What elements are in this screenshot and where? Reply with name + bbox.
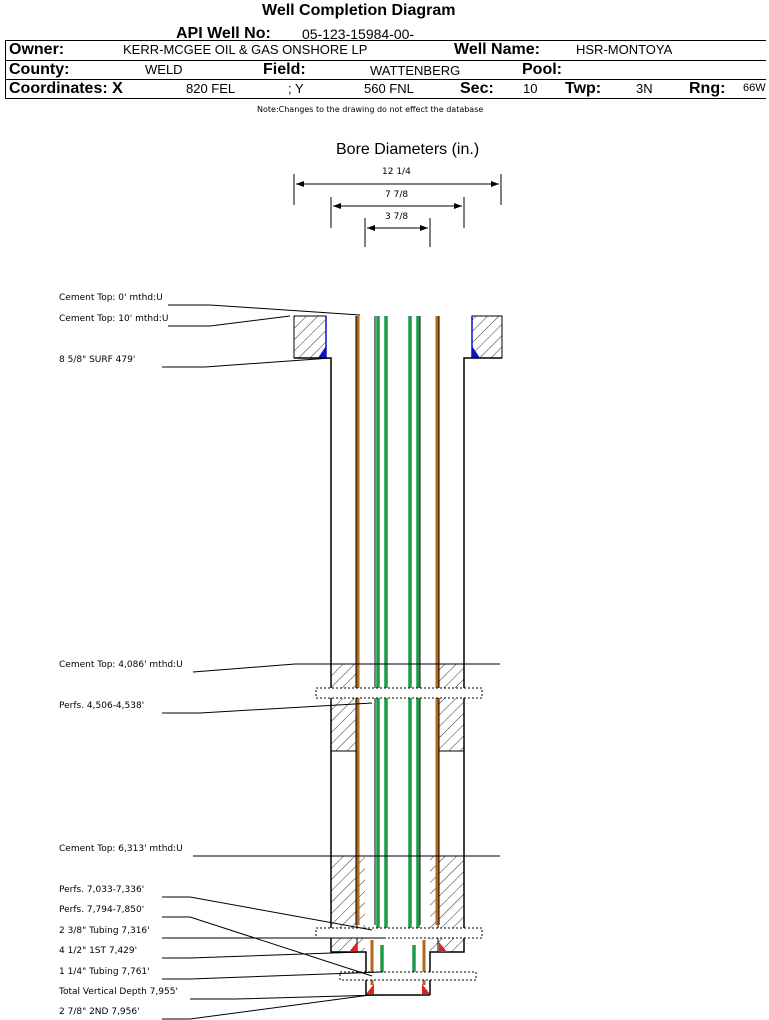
annotation-label: Perfs. 4,506-4,538' — [59, 701, 145, 711]
county-value: WELD — [145, 62, 183, 77]
sec-value: 10 — [523, 81, 538, 96]
casing-walls — [355, 316, 440, 925]
coord-y-value: 560 FNL — [364, 81, 414, 96]
pool-label: Pool: — [522, 61, 562, 78]
well-name-label: Well Name: — [454, 41, 540, 58]
annotation-label: 2 7/8" 2ND 7,956' — [59, 1007, 140, 1017]
annotation-label: 8 5/8" SURF 479' — [59, 355, 136, 365]
coord-y-label: ; Y — [288, 81, 304, 96]
rng-value: 66W — [743, 82, 766, 94]
diagram-title: Well Completion Diagram — [262, 2, 456, 19]
sec-label: Sec: — [460, 80, 494, 97]
well-name-value: HSR-MONTOYA — [576, 42, 673, 57]
coordinates-label: Coordinates: X — [9, 80, 123, 97]
owner-value: KERR-MCGEE OIL & GAS ONSHORE LP — [123, 42, 368, 57]
field-value: WATTENBERG — [370, 63, 461, 78]
header-rule-2 — [5, 79, 766, 80]
header-rule-3 — [5, 98, 766, 99]
perforation-zones — [315, 687, 483, 981]
annotation-label: Cement Top: 6,313' mthd:U — [59, 844, 183, 854]
production-cement — [330, 663, 465, 953]
surface-cement — [293, 315, 503, 359]
bore-outline — [294, 357, 502, 996]
twp-label: Twp: — [565, 80, 602, 97]
annotation-label: 1 1/4" Tubing 7,761' — [59, 967, 150, 977]
leader-lines — [162, 304, 500, 1020]
api-value: 05-123-15984-00- — [302, 26, 415, 42]
coord-x-value: 820 FEL — [186, 81, 236, 96]
annotation-label: Perfs. 7,794-7,850' — [59, 905, 145, 915]
header-rule-top — [5, 40, 766, 41]
bore-dimension-lines — [293, 174, 502, 247]
bore-diameters-title: Bore Diameters (in.) — [336, 141, 480, 158]
annotation-label: 2 3/8" Tubing 7,316' — [59, 926, 150, 936]
county-label: County: — [9, 61, 70, 78]
annotation-label: Cement Top: 4,086' mthd:U — [59, 660, 183, 670]
api-label: API Well No: — [176, 25, 271, 42]
header-rule-left — [5, 40, 6, 98]
annotation-label: Cement Top: 0' mthd:U — [59, 293, 163, 303]
owner-label: Owner: — [9, 41, 65, 58]
casing-shoes — [349, 942, 447, 994]
bore-dim-label: 7 7/8 — [385, 190, 409, 200]
annotation-label: 4 1/2" 1ST 7,429' — [59, 946, 138, 956]
bore-dim-label: 12 1/4 — [382, 167, 411, 177]
twp-value: 3N — [636, 81, 653, 96]
field-label: Field: — [263, 61, 306, 78]
annotation-label: Perfs. 7,033-7,336' — [59, 885, 145, 895]
annotation-label: Total Vertical Depth 7,955' — [59, 987, 178, 997]
casing-strings — [356, 316, 439, 985]
rng-label: Rng: — [689, 80, 726, 97]
bore-dim-label: 3 7/8 — [385, 212, 409, 222]
header-rule-1 — [5, 60, 766, 61]
annotation-label: Cement Top: 10' mthd:U — [59, 314, 169, 324]
tubing-strings — [376, 316, 420, 975]
note-text: Note:Changes to the drawing do not effec… — [257, 105, 484, 114]
